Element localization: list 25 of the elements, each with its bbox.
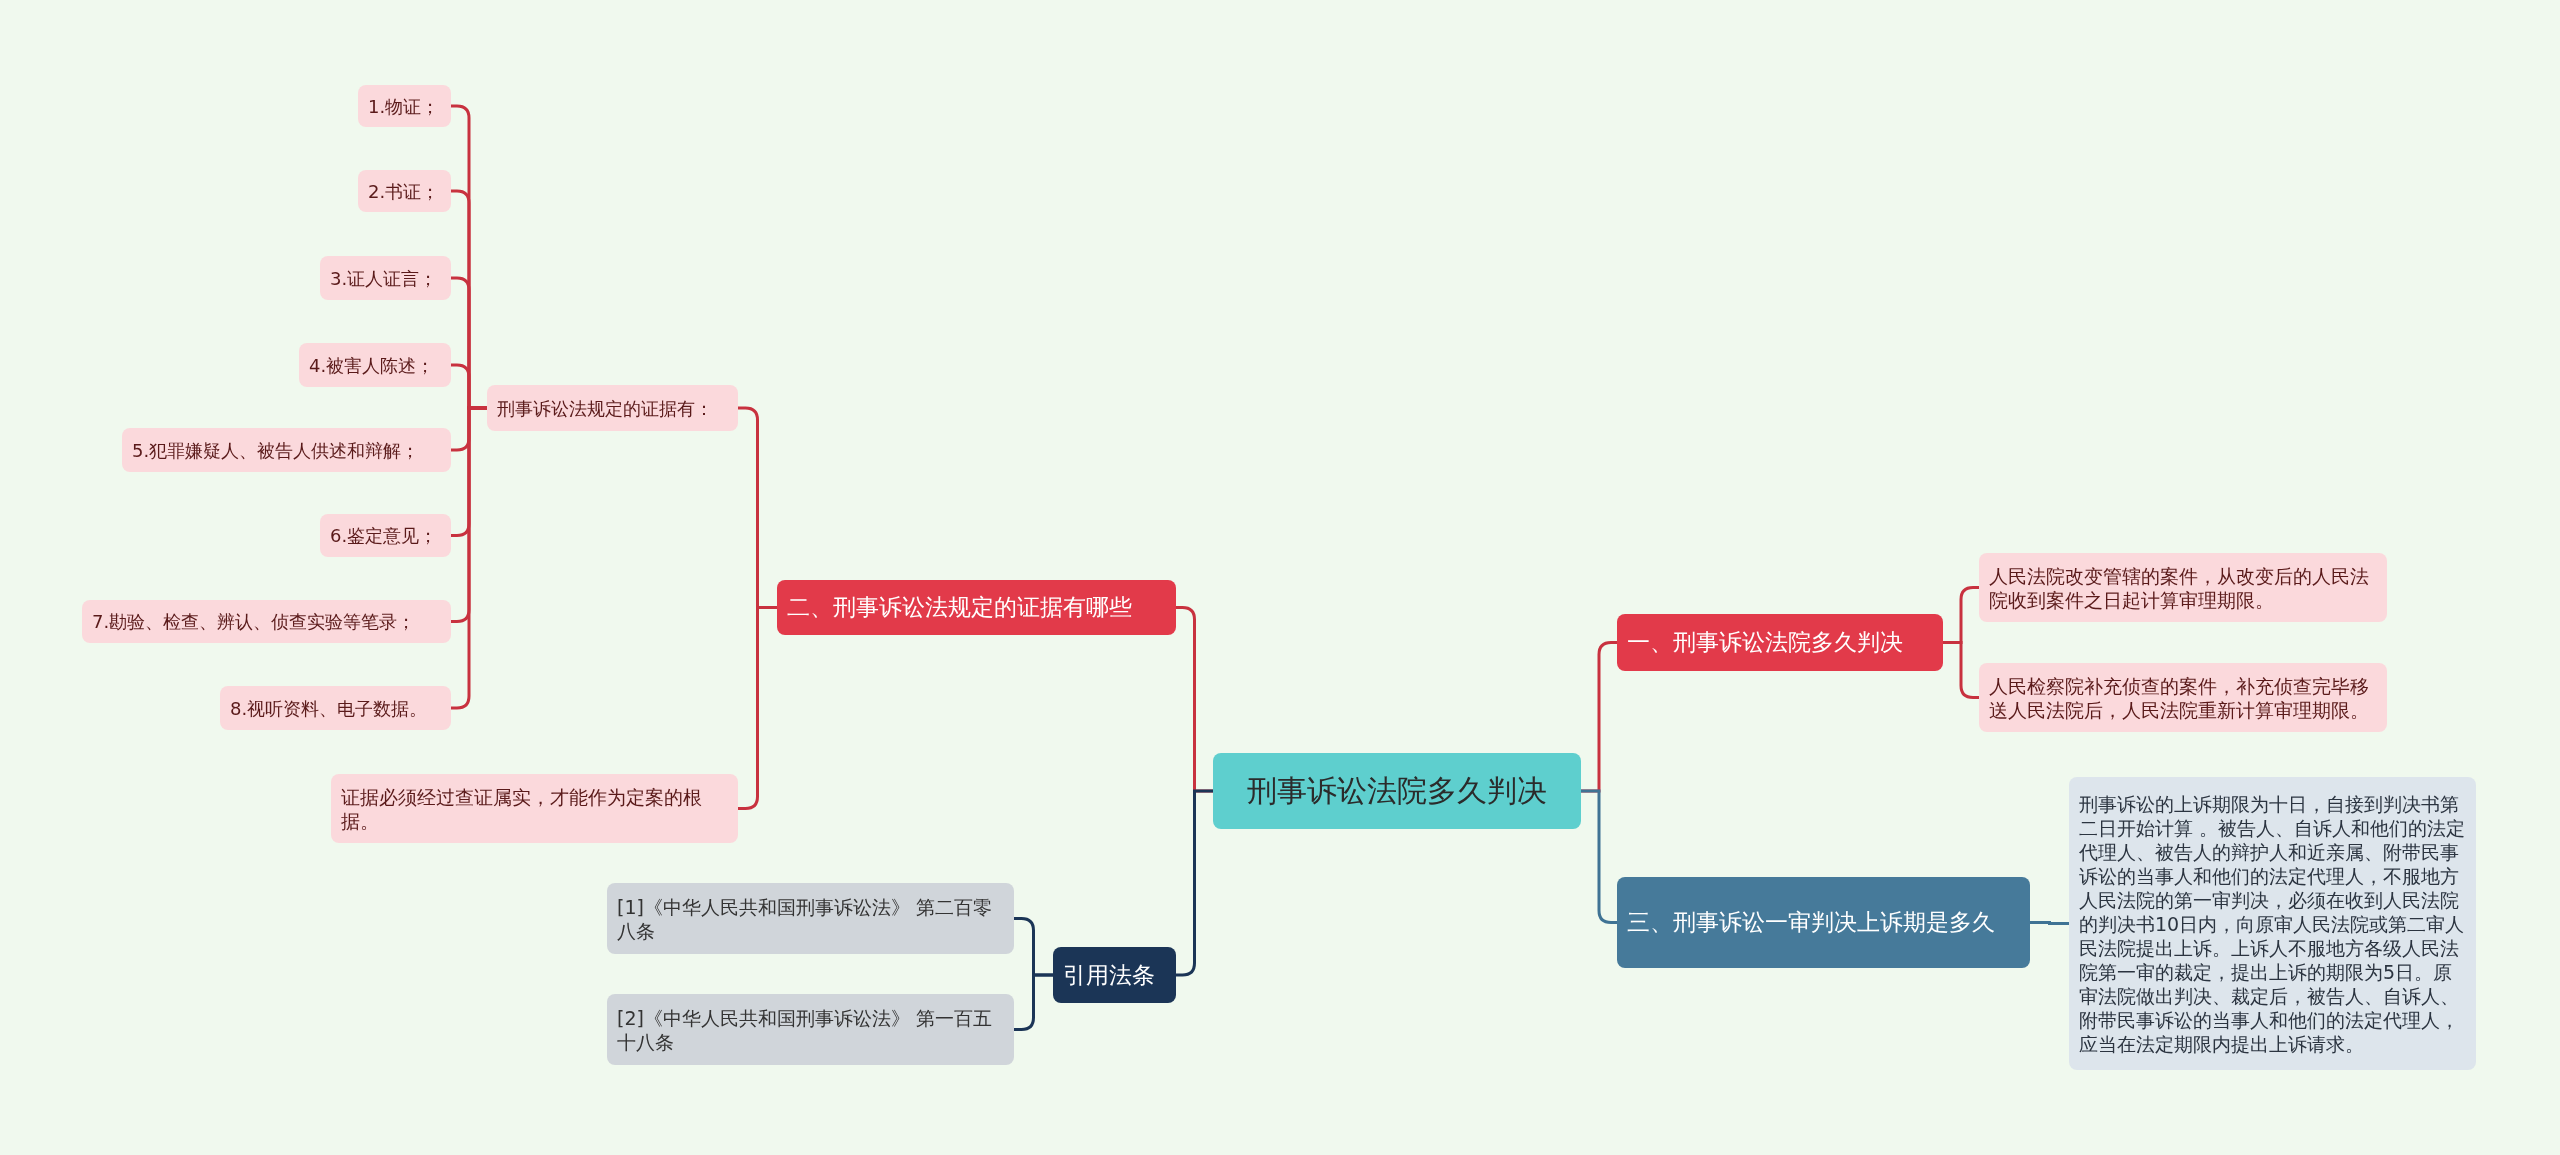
subtopic-box: 7.勘验、检查、辨认、侦查实验等笔录； xyxy=(82,600,451,643)
subtopic-box: 证据必须经过查证属实，才能作为定案的根据。 xyxy=(331,774,738,843)
subtopic-box: 6.鉴定意见； xyxy=(320,514,451,557)
central-topic: 刑事诉讼法院多久判决 xyxy=(1213,753,1581,829)
branch-topic: 引用法条 xyxy=(1053,947,1176,1003)
branch-topic: 一、刑事诉讼法院多久判决 xyxy=(1617,614,1943,671)
connector xyxy=(1014,973,1053,1031)
branch-topic: 三、刑事诉讼一审判决上诉期是多久 xyxy=(1617,877,2030,968)
subtopic-box: 4.被害人陈述； xyxy=(299,343,451,387)
branch-topic: 二、刑事诉讼法规定的证据有哪些 xyxy=(777,580,1176,635)
subtopic-box: 8.视听资料、电子数据。 xyxy=(220,686,451,730)
subtopic-box: 人民法院改变管辖的案件，从改变后的人民法院收到案件之日起计算审理期限。 xyxy=(1979,553,2387,622)
connector xyxy=(1581,789,1617,924)
subtopic-box: 3.证人证言； xyxy=(320,256,451,300)
reference-box: [2]《中华人民共和国刑事诉讼法》 第一百五十八条 xyxy=(607,994,1014,1065)
subtopic-box: 人民检察院补充侦查的案件，补充侦查完毕移送人民法院后，人民法院重新计算审理期限。 xyxy=(1979,663,2387,732)
subtopic-box: 2.书证； xyxy=(358,170,451,212)
subtopic-box: 5.犯罪嫌疑人、被告人供述和辩解； xyxy=(122,428,451,472)
subtopic-box: 1.物证； xyxy=(358,85,451,127)
note-box: 刑事诉讼的上诉期限为十日，自接到判决书第二日开始计算 。被告人、自诉人和他们的法定代理人、被告人的辩护人和近亲属、附带民事诉讼的当事人和他们的法定代理人，不服地方人民法院的第一审判决，必须在收到人民法院的判决书10日内，向原审人民法院或第二审人民法院提出上诉。上诉人不服地方各级人民法院第一审的裁定，提出上诉的期限为5日。原审法院做出判决、裁定后，被告人、自诉人、附带民事诉讼的当事人和他们的法定代理人，应当在法定期限内提出上诉请求。 xyxy=(2069,777,2476,1070)
subtopic-box: 刑事诉讼法规定的证据有： xyxy=(487,385,738,431)
reference-box: [1]《中华人民共和国刑事诉讼法》 第二百零八条 xyxy=(607,883,1014,954)
connector xyxy=(1176,789,1213,977)
connector xyxy=(738,606,777,810)
connector xyxy=(2030,921,2069,925)
